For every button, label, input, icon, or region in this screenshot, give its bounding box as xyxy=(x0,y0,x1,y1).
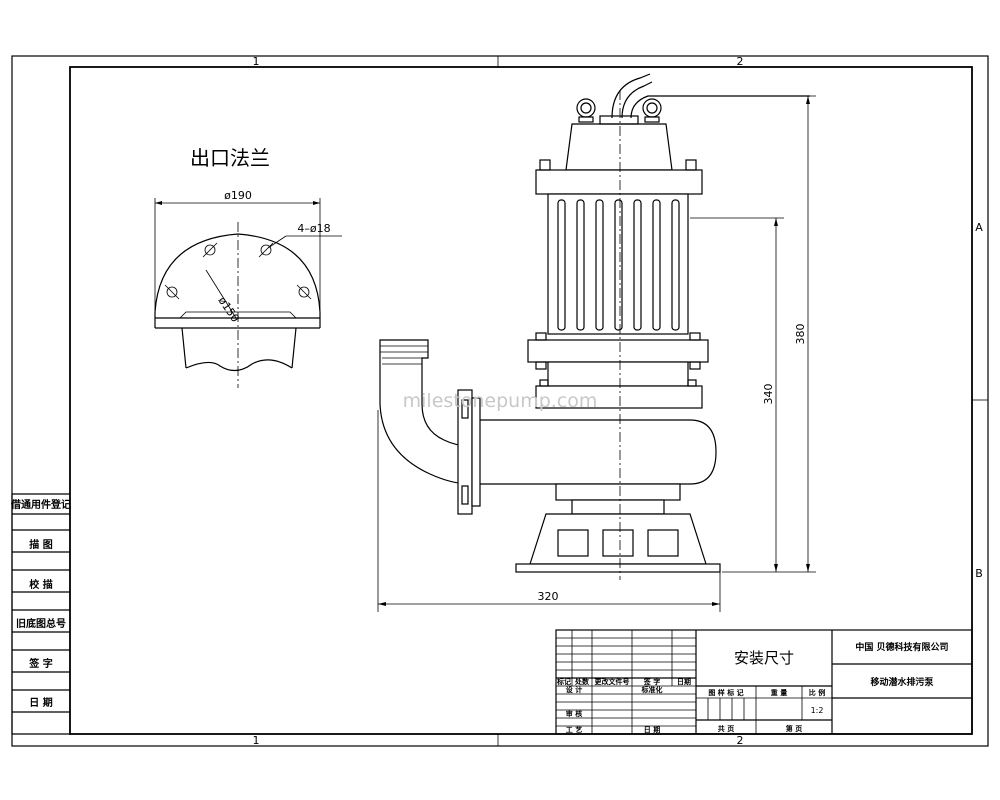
bottom-zone-1: 1 xyxy=(253,734,260,747)
left-label-date: 日 期 xyxy=(29,696,52,709)
company-name: 中国 贝德科技有限公司 xyxy=(855,641,948,653)
flange-holes: 4–ø18 xyxy=(297,222,330,235)
row-date: 日 期 xyxy=(644,725,660,734)
right-zone-b: B xyxy=(975,567,983,580)
dim-body-height: 340 xyxy=(762,384,775,405)
rev-header-doc: 更改文件号 xyxy=(595,677,630,686)
drawing-name: 安装尺寸 xyxy=(734,649,794,667)
dim-total-height: 380 xyxy=(794,324,807,345)
title-block: 标记 处数 更改文件号 签 字 日期 设 计 标准化 审 核 工 艺 日 期 安… xyxy=(555,629,973,735)
left-label-trace: 描 图 xyxy=(29,538,52,551)
flange-outer-diameter: ø190 xyxy=(224,189,252,202)
scale-value: 1:2 xyxy=(811,706,824,715)
flange-title: 出口法兰 xyxy=(190,146,270,170)
rev-header-mark: 标记 xyxy=(556,677,571,686)
scale-label: 比 例 xyxy=(809,688,825,697)
row-process: 工 艺 xyxy=(566,725,582,734)
left-label-check: 校 描 xyxy=(29,578,52,591)
row-review: 审 核 xyxy=(566,709,582,718)
right-zone-a: A xyxy=(975,221,983,234)
total-sheets: 共 页 xyxy=(718,724,734,733)
product-name: 移动潜水排污泵 xyxy=(870,676,934,688)
stage-label: 图 样 标 记 xyxy=(708,688,743,697)
rev-header-date: 日期 xyxy=(677,677,691,686)
drawing-frame: 1 2 1 2 A B xyxy=(11,55,989,747)
top-zone-2: 2 xyxy=(737,55,744,68)
row-standard: 标准化 xyxy=(641,685,663,694)
left-label-borrow: 借通用件登记 xyxy=(10,498,71,511)
dim-width: 320 xyxy=(538,590,559,603)
top-zone-1: 1 xyxy=(253,55,260,68)
weight-label: 重 量 xyxy=(771,688,787,697)
watermark: milestonepump.com xyxy=(403,390,598,412)
rev-header-sign: 签 字 xyxy=(643,677,660,686)
outlet-flange-detail: 出口法兰 ø190 ø150 4–ø18 xyxy=(154,146,342,388)
rev-header-count: 处数 xyxy=(574,677,590,686)
left-label-old-number: 旧底图总号 xyxy=(16,617,66,630)
sheet-number: 第 页 xyxy=(786,724,802,733)
bottom-zone-2: 2 xyxy=(737,734,744,747)
row-design: 设 计 xyxy=(566,685,582,694)
left-side-column: 借通用件登记 描 图 校 描 旧底图总号 签 字 日 期 xyxy=(10,493,71,735)
left-label-sign: 签 字 xyxy=(28,657,52,670)
pump-elevation: 320 380 340 xyxy=(377,73,816,612)
